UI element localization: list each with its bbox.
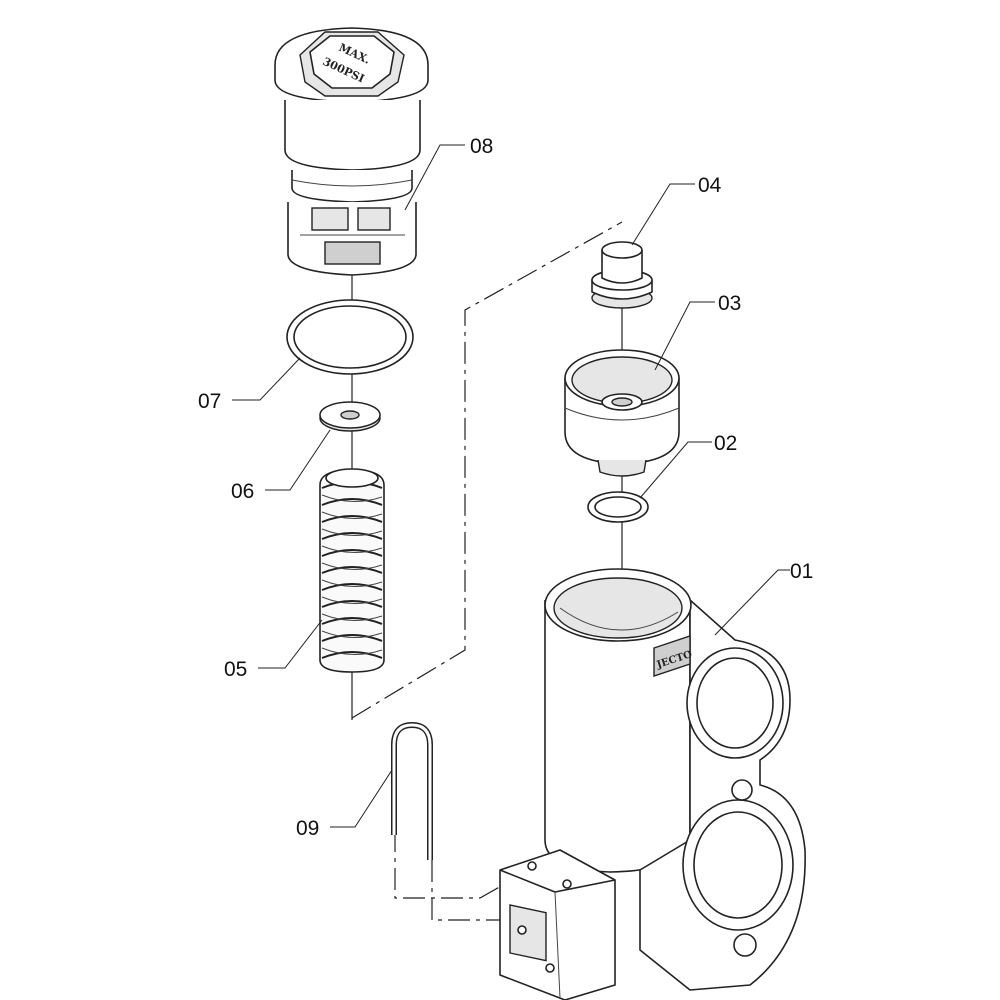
washer-part — [319, 401, 381, 432]
valve-seat-part — [564, 349, 680, 477]
callout-08: 08 — [470, 135, 493, 158]
large-o-ring-part — [286, 299, 414, 375]
callout-09: 09 — [296, 817, 319, 840]
spring-part — [319, 468, 385, 673]
callout-04: 04 — [698, 174, 722, 197]
callout-03: 03 — [718, 292, 741, 315]
callout-07: 07 — [198, 390, 221, 413]
callout-leaders — [232, 144, 790, 828]
callout-06: 06 — [231, 480, 254, 503]
callout-05: 05 — [224, 658, 247, 681]
valve-body-part: JECTO — [499, 568, 806, 1000]
callout-01: 01 — [790, 560, 813, 583]
small-o-ring-part — [587, 491, 649, 523]
retaining-pin-part — [391, 722, 433, 860]
cartridge-cap-part: MAX. 300PSI — [274, 27, 429, 276]
callout-02: 02 — [714, 432, 737, 455]
plug-part — [591, 241, 653, 309]
